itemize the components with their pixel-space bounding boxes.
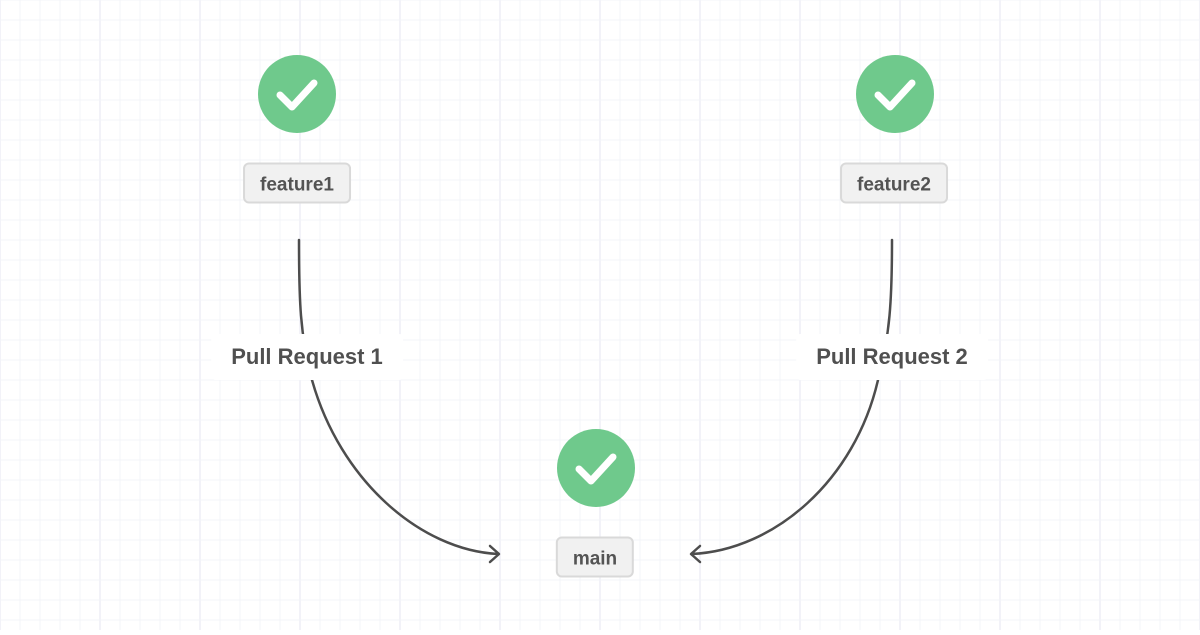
pr1-edge — [297, 238, 500, 556]
feature1-check-icon — [258, 55, 336, 133]
main-check-icon — [557, 429, 635, 507]
pr2-edge — [690, 238, 894, 556]
branch-feature1: feature1 — [243, 162, 351, 204]
branch-main-label: main — [572, 548, 618, 570]
branch-feature2: feature2 — [840, 162, 948, 204]
pr1-arrowhead — [488, 544, 501, 564]
pull-request-1-text: Pull Request 1 — [231, 344, 383, 369]
pull-request-2-label: Pull Request 2 — [796, 334, 988, 380]
pull-request-2-text: Pull Request 2 — [816, 344, 968, 369]
feature2-check-icon — [856, 55, 934, 133]
branch-feature2-label: feature2 — [857, 174, 931, 196]
pr2-arrowhead — [689, 544, 702, 564]
branch-feature1-label: feature1 — [260, 174, 334, 196]
pull-request-1-label: Pull Request 1 — [211, 334, 403, 380]
branch-main: main — [555, 536, 635, 578]
